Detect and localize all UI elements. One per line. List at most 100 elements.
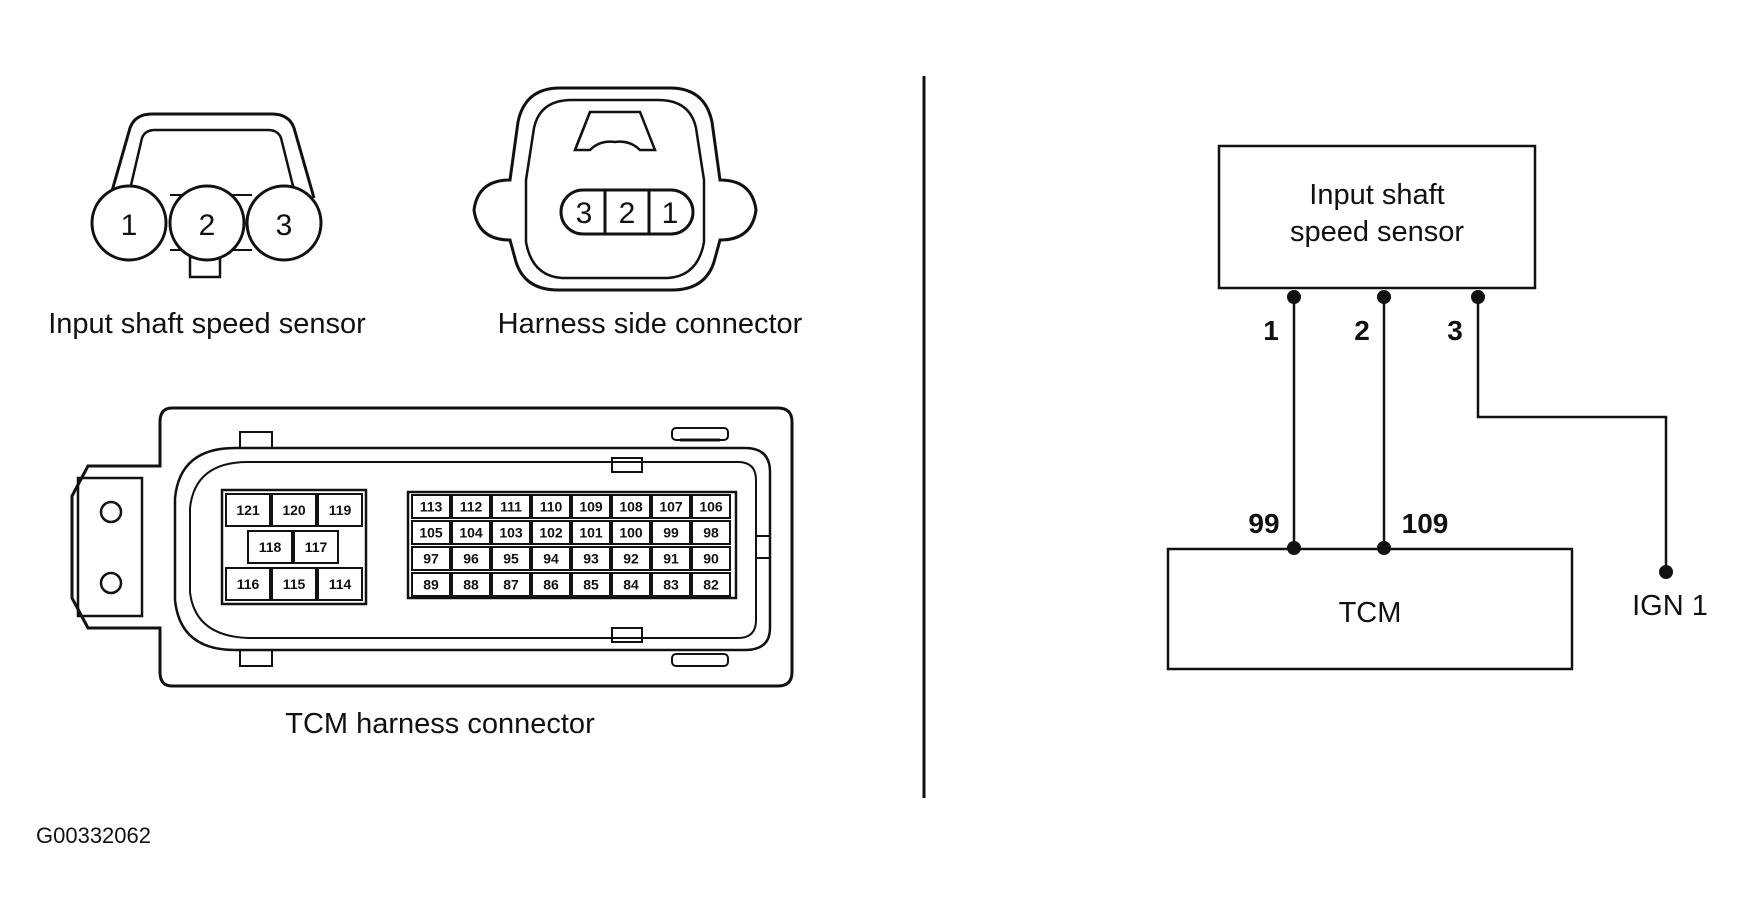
tcm-pin-cell <box>411 520 451 545</box>
harness-pin-3: 3 <box>576 197 593 230</box>
sensor-caption: Input shaft speed sensor <box>48 308 366 340</box>
tcm-pin-number: 100 <box>619 525 643 541</box>
tcm-pin-cell <box>651 494 691 519</box>
tcm-pin-number: 89 <box>423 577 439 593</box>
tcm-pin-number: 92 <box>623 551 639 567</box>
tcm-pin-number: 101 <box>579 525 603 541</box>
tcm-node-109 <box>1377 541 1391 555</box>
tcm-pin-cell <box>247 530 293 564</box>
tcm-pin-cell <box>571 494 611 519</box>
tcm-pin-cell <box>611 572 651 597</box>
tcm-pin-cell <box>451 546 491 571</box>
tcm-pin-cell <box>271 493 317 527</box>
tcm-pin-number: 115 <box>283 576 306 592</box>
tcm-pin-label-109: 109 <box>1402 508 1449 539</box>
tcm-pin-number: 121 <box>236 502 260 518</box>
sensor-connector-drawing <box>90 112 323 279</box>
tcm-pin-cell <box>317 493 363 527</box>
tcm-pin-number: 104 <box>459 525 483 541</box>
tcm-pin-number: 109 <box>579 499 603 515</box>
tcm-pin-number: 102 <box>539 525 563 541</box>
tcm-pin-number: 105 <box>419 525 443 541</box>
tcm-pin-number: 107 <box>659 499 683 515</box>
tcm-pin-number: 108 <box>619 499 643 515</box>
tcm-pin-number: 117 <box>305 539 328 555</box>
tcm-pin-number: 90 <box>703 551 719 567</box>
tcm-pin-number: 119 <box>329 502 352 518</box>
sensor-wire-label-3: 3 <box>1447 315 1463 346</box>
tcm-pin-number: 118 <box>259 539 282 555</box>
tcm-pin-cell <box>691 494 731 519</box>
tcm-pin-cell <box>531 520 571 545</box>
tcm-pin-cell <box>571 546 611 571</box>
tcm-pin-cell <box>491 546 531 571</box>
sensor-wire-label-1: 1 <box>1263 315 1279 346</box>
tcm-pin-number: 106 <box>699 499 723 515</box>
figure-code: G00332062 <box>36 823 151 848</box>
tcm-pin-cell <box>411 546 451 571</box>
sensor-node-2 <box>1377 290 1391 304</box>
tcm-pin-number: 94 <box>543 551 559 567</box>
tcm-pin-cell <box>317 567 363 601</box>
ign-label: IGN 1 <box>1632 590 1708 622</box>
tcm-pin-cell <box>451 572 491 597</box>
tcm-pin-cell <box>571 520 611 545</box>
tcm-pin-number: 93 <box>583 551 599 567</box>
tcm-right-pin-block <box>406 490 738 600</box>
tcm-pin-cell <box>691 520 731 545</box>
tcm-pin-cell <box>531 494 571 519</box>
tcm-pin-cell <box>651 520 691 545</box>
tcm-pin-cell <box>225 493 271 527</box>
tcm-pin-number: 88 <box>463 577 479 593</box>
tcm-pin-cell <box>491 494 531 519</box>
tcm-pin-number: 116 <box>237 576 260 592</box>
tcm-pin-cell <box>491 572 531 597</box>
tcm-connector-body <box>70 406 794 688</box>
tcm-node-99 <box>1287 541 1301 555</box>
tcm-pin-number: 82 <box>703 577 719 593</box>
tcm-pin-number: 110 <box>540 499 563 515</box>
tcm-pin-number: 111 <box>500 499 522 515</box>
tcm-pin-number: 96 <box>463 551 479 567</box>
tcm-pin-number: 91 <box>663 551 679 567</box>
sensor-box-line-2: speed sensor <box>1290 216 1464 248</box>
tcm-pin-number: 84 <box>623 577 639 593</box>
tcm-pin-cell <box>271 567 317 601</box>
tcm-pin-number: 83 <box>663 577 679 593</box>
tcm-pin-cell <box>651 572 691 597</box>
tcm-pin-number: 103 <box>499 525 523 541</box>
sensor-box-line-1: Input shaft <box>1309 179 1444 211</box>
tcm-pin-cell <box>451 520 491 545</box>
tcm-left-pin-block <box>220 488 368 606</box>
schematic <box>1166 144 1668 671</box>
harness-pin-1: 1 <box>662 197 679 230</box>
tcm-pin-cell <box>611 546 651 571</box>
tcm-box-label: TCM <box>1339 597 1402 629</box>
tcm-pin-number: 98 <box>703 525 719 541</box>
schematic-nodes <box>1287 290 1673 579</box>
ign-node <box>1659 565 1673 579</box>
tcm-pin-cell <box>691 572 731 597</box>
tcm-pin-number: 87 <box>503 577 519 593</box>
tcm-pin-number: 112 <box>460 499 483 515</box>
tcm-pin-cell <box>611 520 651 545</box>
tcm-pin-cell <box>491 520 531 545</box>
harness-connector-drawing <box>472 86 758 292</box>
sensor-box <box>1217 144 1537 290</box>
tcm-pin-cell <box>531 572 571 597</box>
tcm-box <box>1166 547 1574 671</box>
sensor-pin-1: 1 <box>121 209 138 242</box>
tcm-pin-label-99: 99 <box>1248 508 1279 539</box>
tcm-pin-cell <box>531 546 571 571</box>
tcm-pin-number: 97 <box>423 551 439 567</box>
tcm-pin-number: 120 <box>282 502 306 518</box>
tcm-pin-cell <box>571 572 611 597</box>
tcm-pin-cell <box>691 546 731 571</box>
sensor-wire-label-2: 2 <box>1354 315 1370 346</box>
sensor-pin-3: 3 <box>276 209 293 242</box>
tcm-pin-number: 99 <box>663 525 679 541</box>
tcm-pin-cell <box>651 546 691 571</box>
